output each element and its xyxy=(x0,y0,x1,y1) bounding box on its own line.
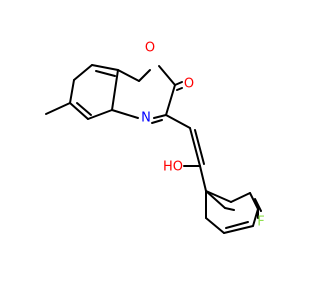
fluorine-label: F xyxy=(257,215,264,230)
bond xyxy=(111,69,119,111)
bond xyxy=(158,65,176,86)
structure-canvas: O O N HO F xyxy=(45,41,265,234)
molecule-structure: O O N HO F xyxy=(45,41,265,234)
bond xyxy=(174,81,183,86)
bond xyxy=(138,69,151,82)
bond xyxy=(225,221,249,229)
bond xyxy=(199,165,207,192)
bond xyxy=(205,190,232,203)
bond xyxy=(69,79,75,104)
bond xyxy=(111,109,139,119)
bond xyxy=(165,114,191,129)
bond xyxy=(95,70,116,77)
bond xyxy=(76,102,92,116)
bond xyxy=(223,225,254,234)
bond xyxy=(194,129,205,165)
bond xyxy=(254,198,262,212)
bond xyxy=(230,192,251,203)
bond xyxy=(153,114,167,119)
bond xyxy=(205,217,225,234)
ring-nitrogen-label: N xyxy=(141,111,151,126)
hydroxyl-label: HO xyxy=(163,160,183,175)
bond xyxy=(249,192,259,210)
bond xyxy=(91,64,119,71)
bond-layer xyxy=(45,64,262,234)
bond xyxy=(117,69,140,82)
bond xyxy=(69,102,89,120)
bond xyxy=(224,207,235,211)
bond xyxy=(165,84,176,116)
bond xyxy=(73,64,93,81)
bond xyxy=(45,102,71,115)
bond xyxy=(151,119,163,124)
bond xyxy=(189,127,201,167)
bond xyxy=(205,190,226,209)
bond xyxy=(87,109,113,120)
atom-label-layer: O O N HO F xyxy=(141,41,265,230)
ring-oxygen-label: O xyxy=(145,41,155,56)
carbonyl-oxygen-label: O xyxy=(184,77,194,92)
bond xyxy=(176,87,183,91)
